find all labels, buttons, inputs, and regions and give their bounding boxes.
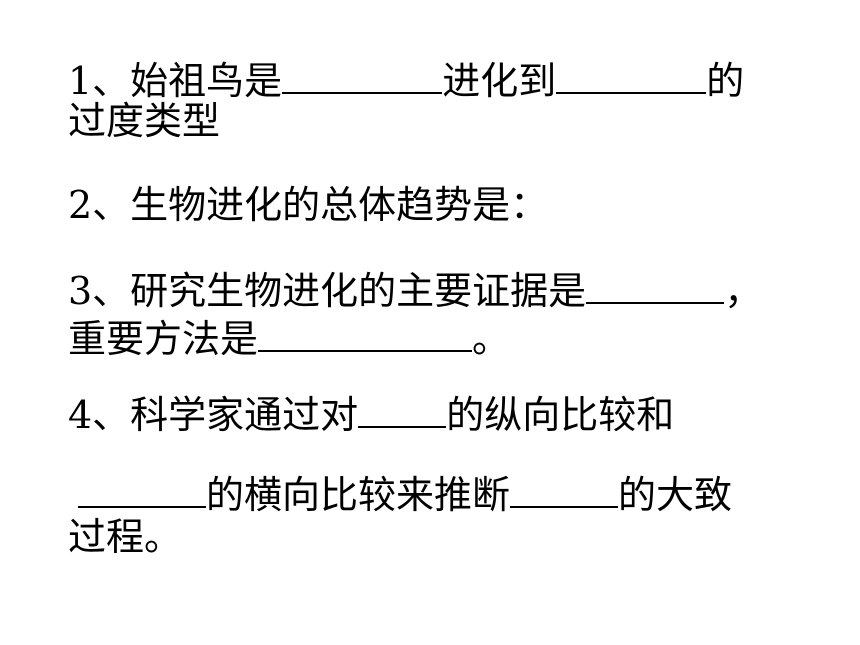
q3-text-2: ， [724, 269, 763, 313]
q4-line-2: 的横向比较来推断 的大致 [78, 470, 732, 516]
q4-blank-3[interactable] [510, 470, 619, 508]
q2-text-1: 2、生物进化的总体趋势是： [68, 183, 549, 227]
q4-text-1: 4、科学家通过对 [68, 393, 359, 437]
q4-line-3: 过程。 [68, 518, 182, 564]
q1-line-1: 1、始祖鸟是 进化到 的 [68, 56, 744, 102]
q3-line-2: 重要方法是 。 [68, 314, 510, 360]
q4-blank-2[interactable] [78, 470, 206, 508]
q4-text-4: 的大致 [618, 473, 733, 517]
q1-text-4: 过度类型 [68, 99, 221, 143]
q3-text-4: 。 [472, 317, 511, 361]
q3-blank-2[interactable] [258, 314, 473, 352]
q1-line-2: 过度类型 [68, 102, 220, 148]
q4-line-1: 4、科学家通过对 的纵向比较和 [68, 390, 674, 436]
q1-text-3: 的 [706, 59, 745, 103]
q4-text-2: 的纵向比较和 [446, 393, 675, 437]
q3-line-1: 3、研究生物进化的主要证据是 ， [68, 266, 762, 312]
q4-text-5: 过程。 [68, 515, 183, 559]
q1-text-1: 1、始祖鸟是 [68, 59, 283, 103]
q1-blank-2[interactable] [556, 56, 707, 94]
q4-text-3: 的横向比较来推断 [206, 473, 511, 517]
q4-blank-1[interactable] [358, 390, 447, 428]
q3-blank-1[interactable] [586, 266, 725, 304]
q1-text-2: 进化到 [442, 59, 557, 103]
q3-text-1: 3、研究生物进化的主要证据是 [68, 269, 587, 313]
q1-blank-1[interactable] [282, 56, 443, 94]
q3-text-3: 重要方法是 [68, 317, 259, 361]
q2-line-1: 2、生物进化的总体趋势是： [68, 186, 548, 232]
